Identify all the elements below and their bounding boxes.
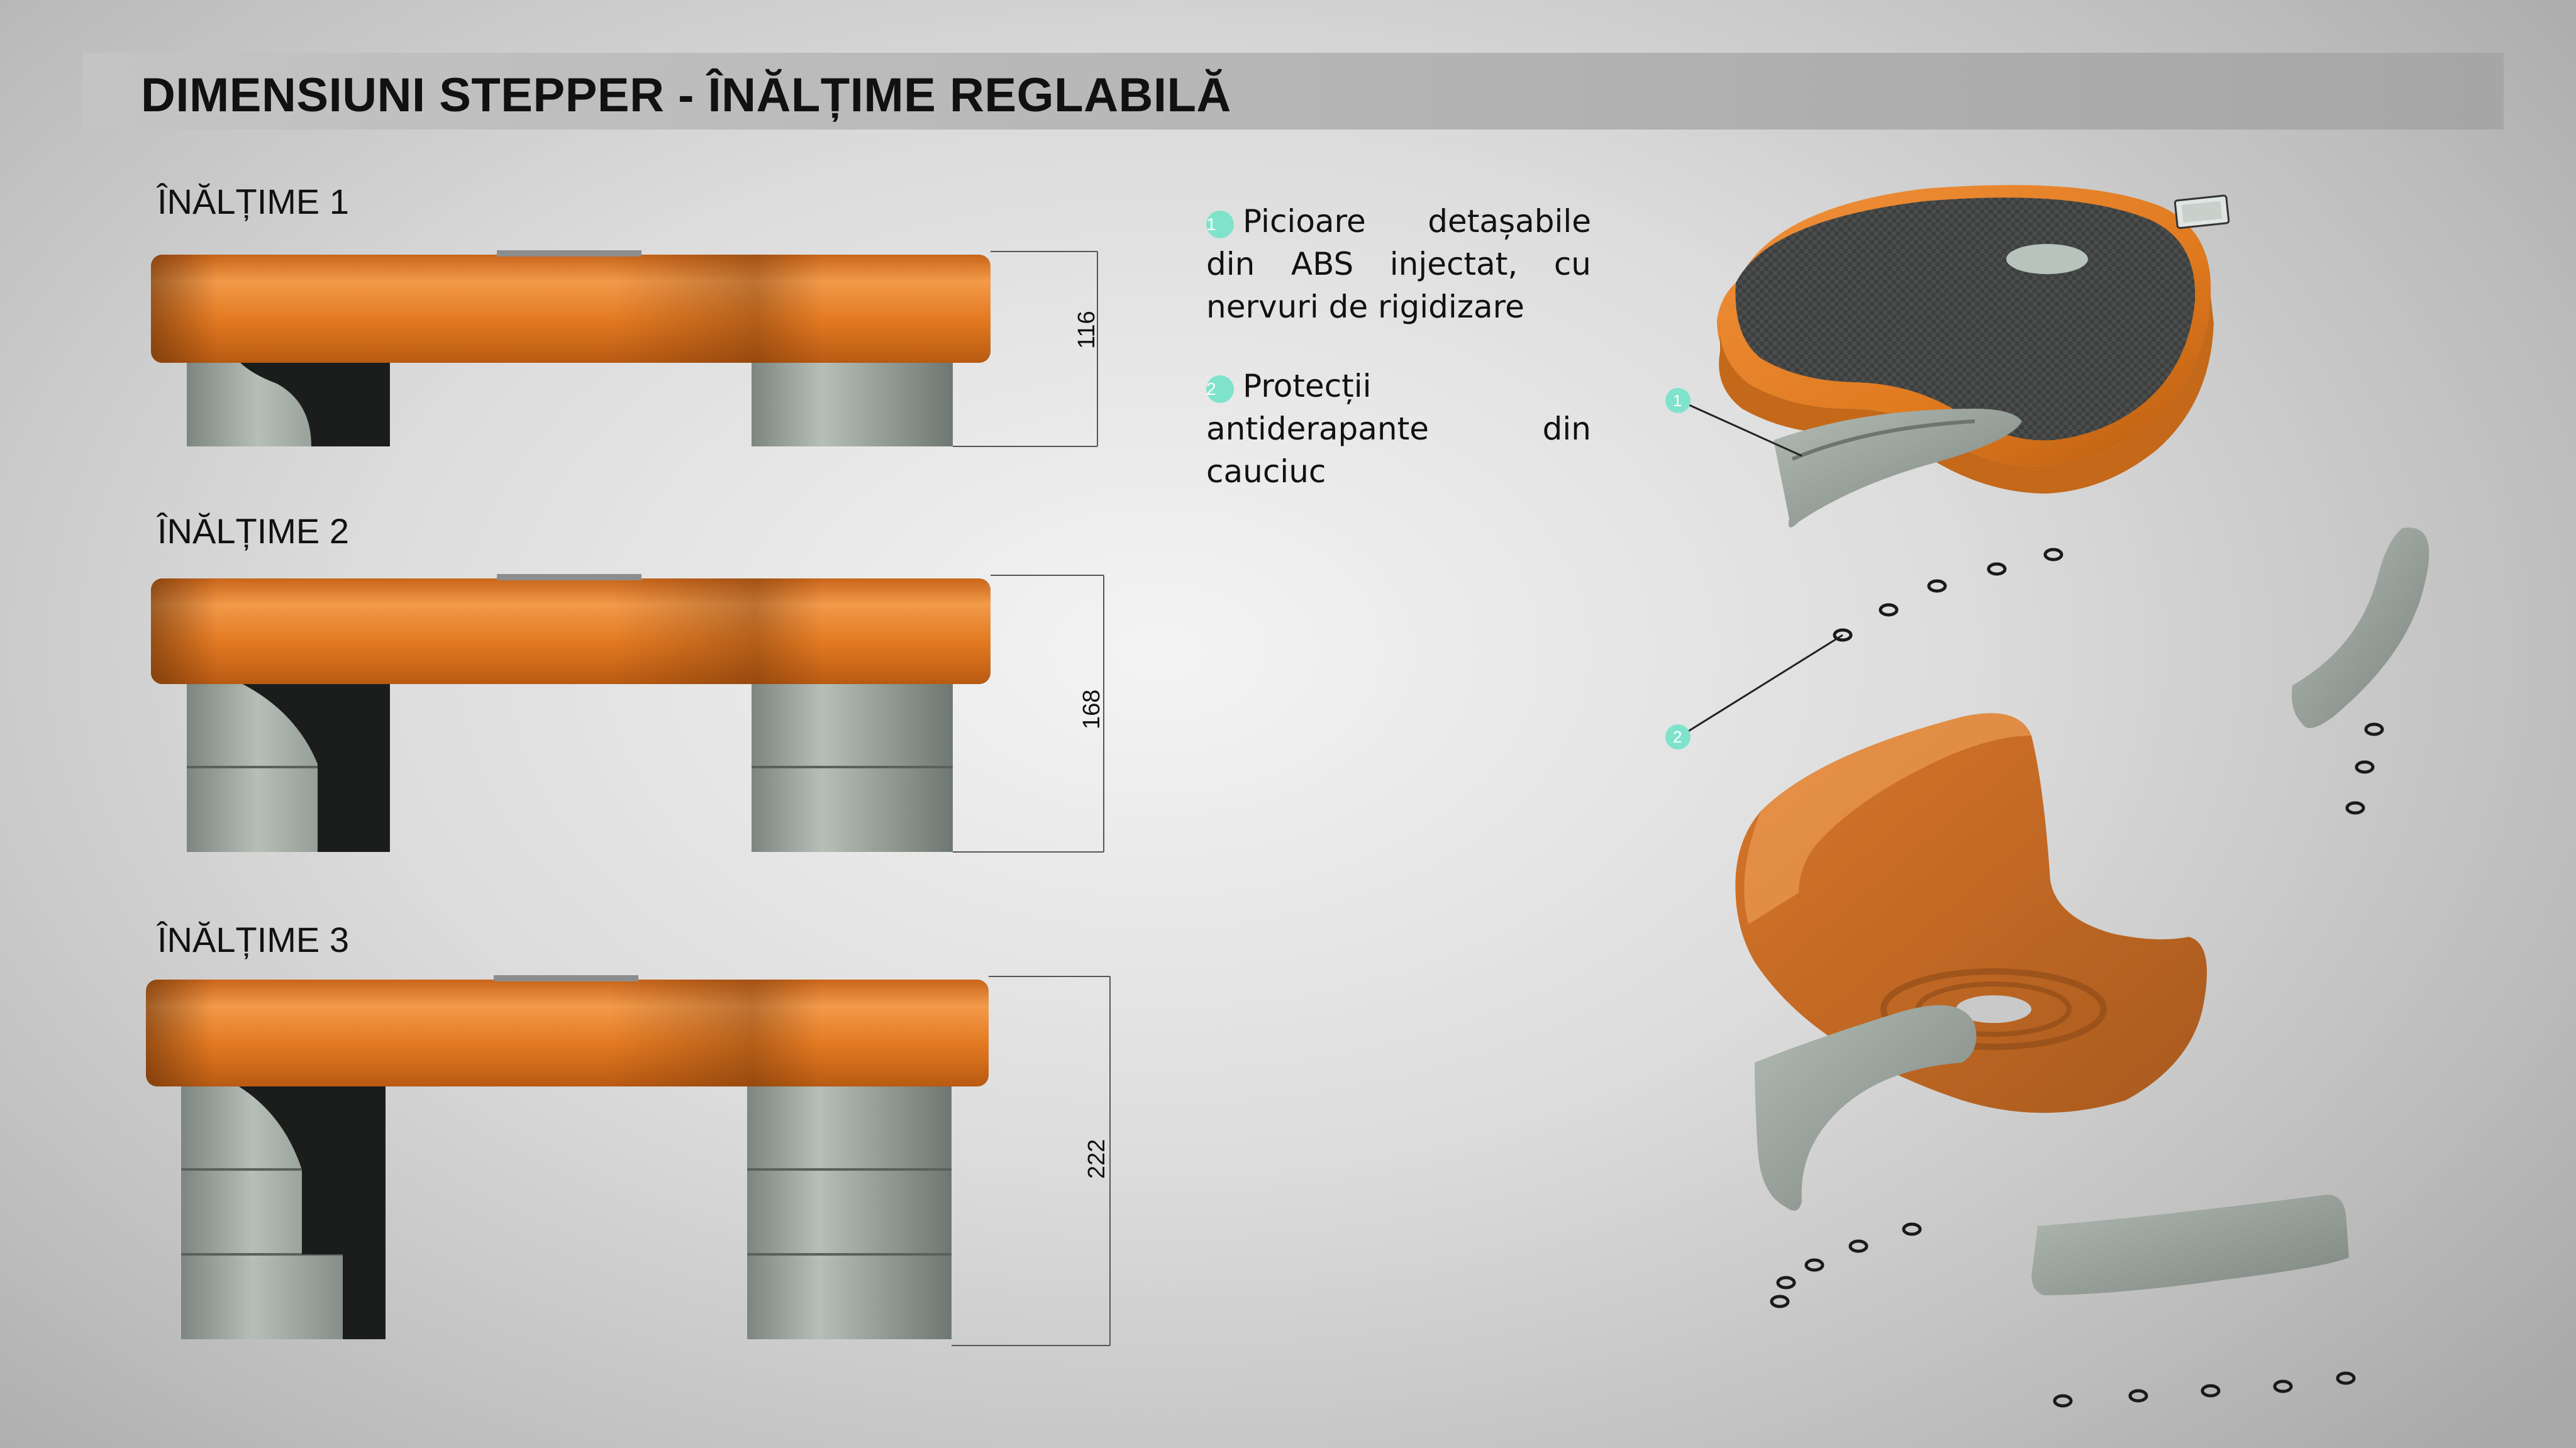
bottom-shell bbox=[1735, 713, 2207, 1113]
height-label-2: ÎNĂLȚIME 2 bbox=[157, 511, 349, 551]
legend-badge-2: 2 bbox=[1206, 375, 1234, 403]
lower-leg-left bbox=[1755, 1005, 1977, 1211]
anti-slip-rings-lower bbox=[1770, 1222, 2356, 1408]
dimension-label-2: 168 bbox=[1079, 690, 1105, 729]
dimension-label-1: 116 bbox=[1074, 311, 1100, 349]
side-view-3: 222 bbox=[146, 975, 1111, 1346]
top-shell bbox=[1717, 185, 2230, 494]
legend-badge-1: 1 bbox=[1206, 211, 1234, 238]
legend-text-1: Picioare detașabile din ABS injectat, cu… bbox=[1206, 203, 1591, 325]
side-view-2: 168 bbox=[151, 574, 1105, 853]
upper-leg-right bbox=[2292, 528, 2429, 728]
page-title: DIMENSIUNI STEPPER - ÎNĂLȚIME REGLABILĂ bbox=[141, 69, 1231, 122]
title-bar: DIMENSIUNI STEPPER - ÎNĂLȚIME REGLABILĂ bbox=[82, 53, 2504, 130]
callout-1: 1 bbox=[1665, 388, 1802, 457]
legend-text-2: Protecții antiderapante din cauciuc bbox=[1206, 368, 1591, 490]
lower-leg-right bbox=[2031, 1195, 2349, 1295]
height-label-1: ÎNĂLȚIME 1 bbox=[157, 182, 349, 221]
anti-slip-rings-upper bbox=[1833, 548, 2384, 815]
right-leg bbox=[747, 1085, 952, 1339]
callout-2: 2 bbox=[1665, 634, 1843, 749]
side-view-1: 116 bbox=[151, 250, 1100, 447]
callout-badge-1: 1 bbox=[1673, 391, 1682, 410]
side-views: 116 168 222 bbox=[146, 250, 1111, 1346]
exploded-view: 1 2 bbox=[1665, 185, 2429, 1408]
right-leg bbox=[752, 362, 953, 446]
dimension-label-3: 222 bbox=[1084, 1139, 1110, 1179]
callout-badge-2: 2 bbox=[1673, 727, 1682, 746]
height-label-3: ÎNĂLȚIME 3 bbox=[157, 920, 349, 959]
upper-leg-left bbox=[1774, 409, 2022, 528]
